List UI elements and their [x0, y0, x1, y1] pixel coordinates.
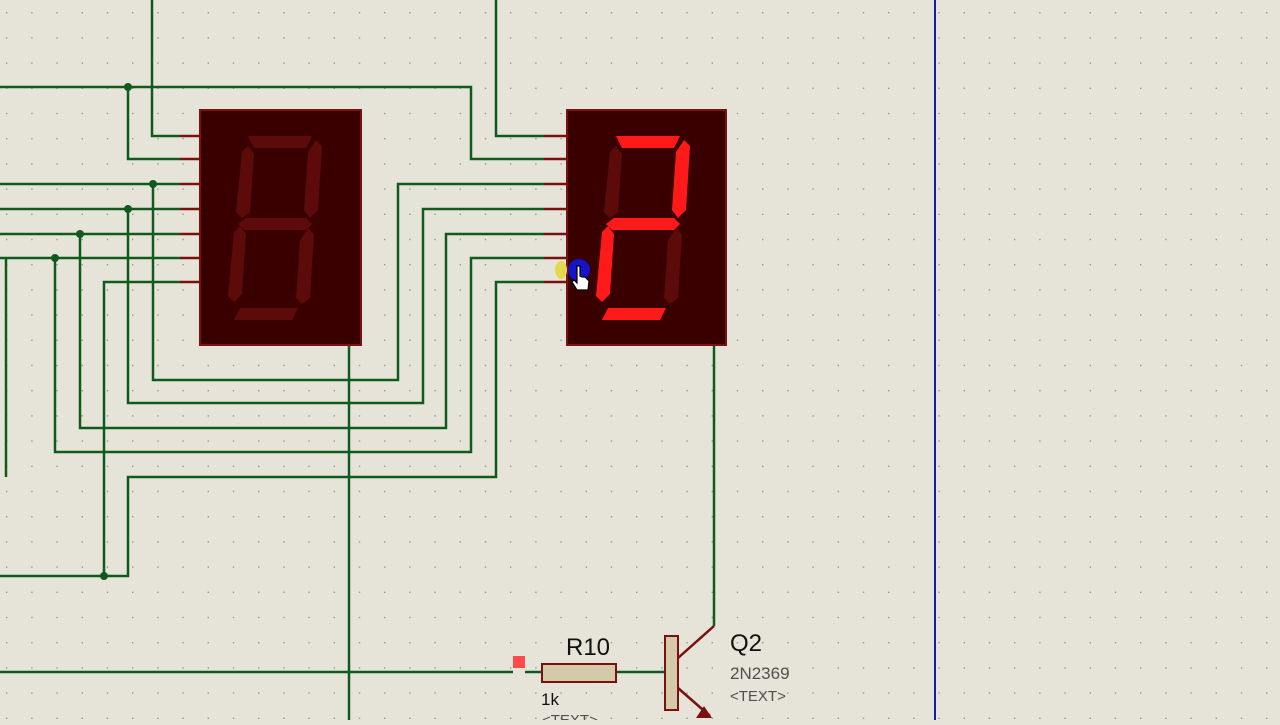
segment-a [616, 136, 680, 148]
transistor-model-label: 2N2369 [730, 664, 790, 683]
segment-d [234, 308, 298, 320]
transistor-text-placeholder: <TEXT> [730, 688, 786, 705]
wire-7 [126, 207, 544, 405]
wires[interactable] [0, 0, 716, 720]
segment-g [238, 218, 312, 230]
resistor-ref-label: R10 [566, 634, 610, 661]
resistor-r10[interactable]: R10 1k <TEXT> [513, 634, 617, 725]
wire-9 [78, 232, 544, 430]
display-2-body[interactable] [566, 109, 727, 346]
segment-b [304, 140, 322, 218]
seven-segment-display-1[interactable] [180, 109, 362, 346]
wire-11 [53, 256, 544, 454]
resistor-selected-pin[interactable] [513, 656, 525, 668]
seven-segment-display-2[interactable] [544, 109, 727, 346]
wire-15 [494, 0, 544, 138]
display-2-segments [596, 136, 690, 320]
junction-dot-1 [124, 83, 132, 91]
display-1-segments [228, 136, 322, 320]
display-2-pins[interactable] [544, 134, 567, 284]
segment-d [602, 308, 666, 320]
resistor-text-placeholder: <TEXT> [542, 712, 598, 720]
resistor-body[interactable] [541, 663, 617, 683]
wire-1 [150, 0, 180, 138]
junction-dot-5 [51, 254, 59, 262]
segment-c [664, 228, 682, 304]
segment-e [228, 226, 246, 302]
wire-5 [151, 182, 544, 382]
junction-dot-4 [76, 230, 84, 238]
transistor-ref-label: Q2 [730, 630, 762, 657]
segment-g [606, 218, 680, 230]
segment-c [296, 228, 314, 304]
wire-3 [126, 87, 180, 161]
transistor-collector-lead [677, 625, 715, 659]
wire-2 [0, 85, 544, 161]
transistor-q2[interactable]: Q2 2N2369 <TEXT> [664, 625, 790, 718]
hand-pointer-icon [571, 265, 590, 291]
segment-f [604, 146, 622, 218]
segment-a [248, 136, 312, 148]
wire-junctions [51, 83, 157, 580]
transistor-emitter-arrow-icon [696, 706, 712, 718]
wire-14 [104, 280, 544, 578]
transistor-base-bar[interactable] [664, 635, 679, 711]
wire-13 [0, 280, 180, 578]
segment-f [236, 146, 254, 218]
mouse-cursor [555, 259, 590, 291]
junction-dot-2 [149, 180, 157, 188]
segment-b [672, 140, 690, 218]
segment-e [596, 226, 614, 302]
junction-dot-6 [100, 572, 108, 580]
display-1-pins[interactable] [180, 134, 200, 284]
junction-dot-3 [124, 205, 132, 213]
resistor-value-label: 1k [541, 690, 559, 709]
pin-highlight-marker [555, 261, 567, 279]
